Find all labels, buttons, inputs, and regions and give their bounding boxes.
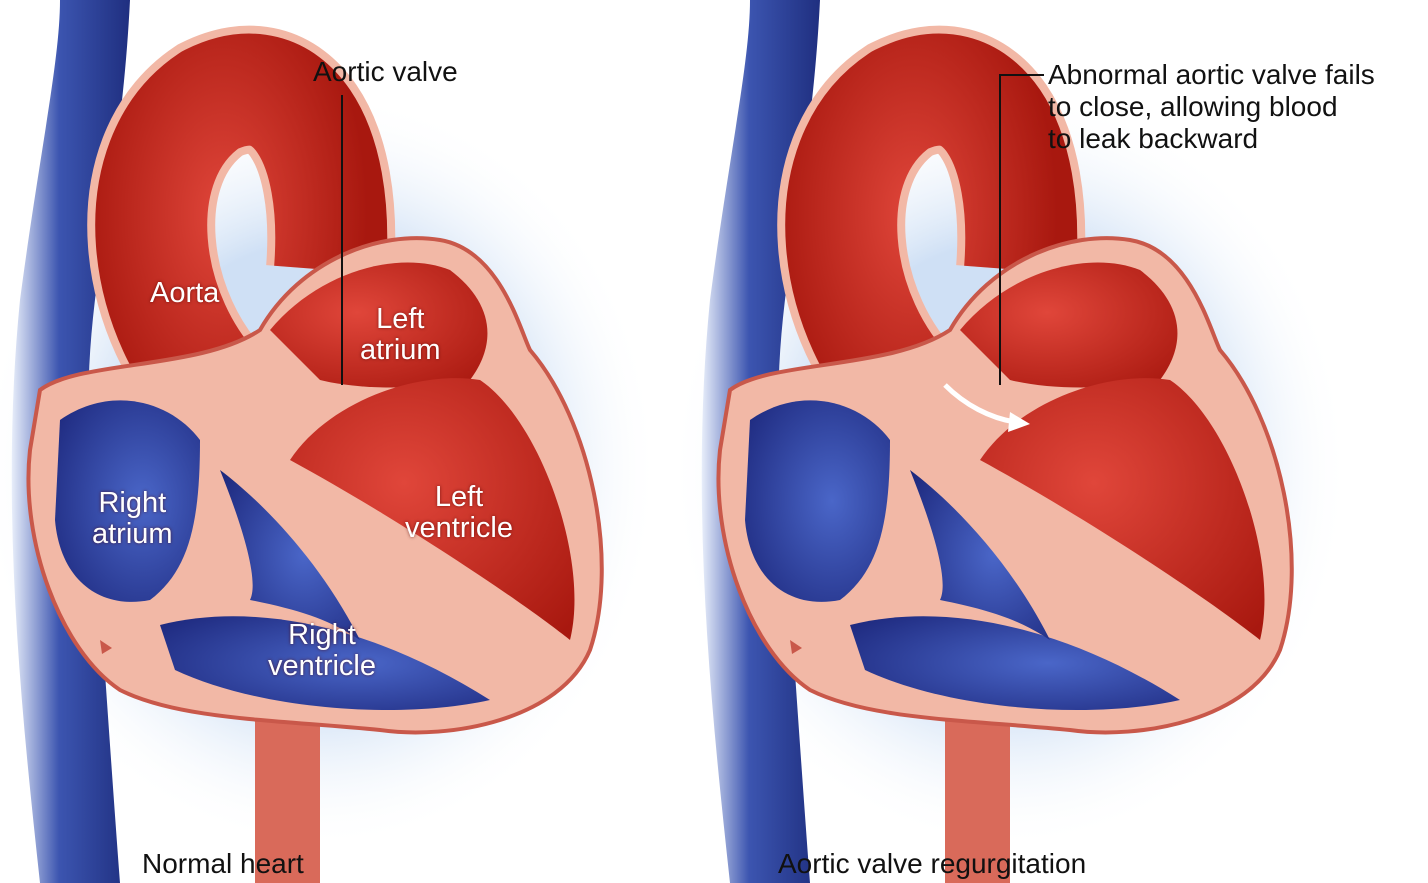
label-line: atrium	[360, 334, 441, 366]
caption-normal-heart: Normal heart	[142, 848, 304, 879]
label-line: ventricle	[268, 650, 376, 682]
callout-line: to close, allowing blood	[1048, 91, 1338, 122]
label-line: Left	[376, 303, 425, 335]
label-line: ventricle	[405, 512, 513, 544]
callout-leader-line	[999, 74, 1044, 385]
backflow-arrowhead	[1008, 412, 1030, 432]
caption-regurgitation: Aortic valve regurgitation	[778, 848, 1087, 879]
backflow-arrow	[943, 383, 1016, 425]
label-line: Left	[434, 481, 484, 513]
regurgitation-callout: Abnormal aortic valve fails to close, al…	[1048, 59, 1375, 155]
label-line: Right	[288, 619, 356, 651]
label-line: atrium	[92, 518, 173, 550]
label-line: Right	[98, 487, 167, 519]
label-aorta: Aorta	[150, 277, 220, 309]
callout-line: Abnormal aortic valve fails	[1048, 59, 1375, 90]
normal-heart-illustration	[0, 0, 660, 883]
label-aortic-valve: Aortic valve	[313, 56, 458, 87]
callout-line: to leak backward	[1048, 123, 1259, 154]
